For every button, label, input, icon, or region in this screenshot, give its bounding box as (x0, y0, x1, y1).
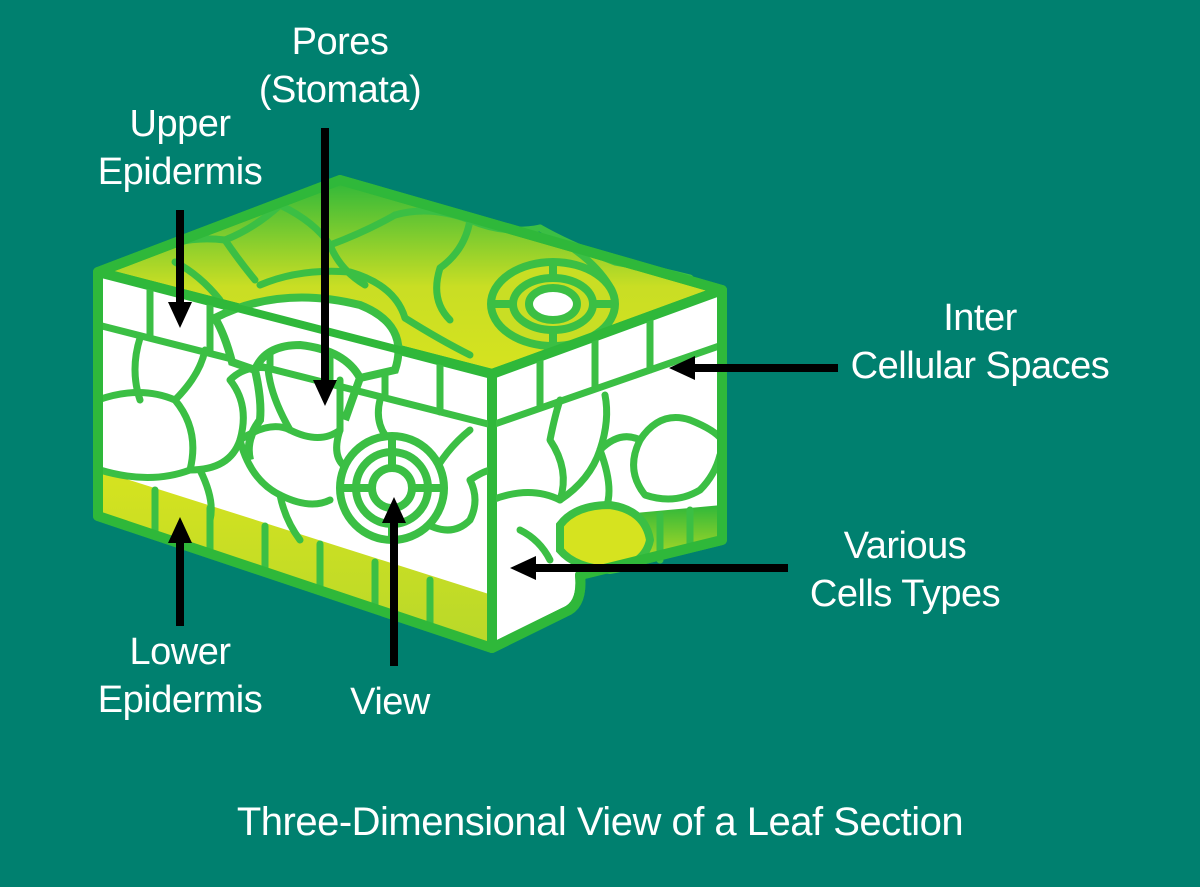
label-various-cells-types: Various Cells Types (795, 522, 1015, 618)
label-view-text: View (330, 678, 450, 726)
diagram-caption: Three-Dimensional View of a Leaf Section (0, 795, 1200, 849)
label-lower-epidermis: Lower Epidermis (80, 628, 280, 724)
leaf-block (98, 180, 722, 648)
label-lower-epidermis-line1: Lower (80, 628, 280, 676)
label-upper-epidermis-line1: Upper (80, 100, 280, 148)
arrow-inter-cellular (669, 356, 838, 380)
label-various-cells-line1: Various (795, 522, 1015, 570)
label-upper-epidermis: Upper Epidermis (80, 100, 280, 196)
label-inter-cellular-line2: Cellular Spaces (845, 342, 1115, 390)
label-upper-epidermis-line2: Epidermis (80, 148, 280, 196)
label-various-cells-line2: Cells Types (795, 570, 1015, 618)
label-pores-line1: Pores (240, 18, 440, 66)
label-inter-cellular-spaces: Inter Cellular Spaces (845, 294, 1115, 390)
label-lower-epidermis-line2: Epidermis (80, 676, 280, 724)
label-inter-cellular-line1: Inter (845, 294, 1115, 342)
label-view: View (330, 678, 450, 726)
